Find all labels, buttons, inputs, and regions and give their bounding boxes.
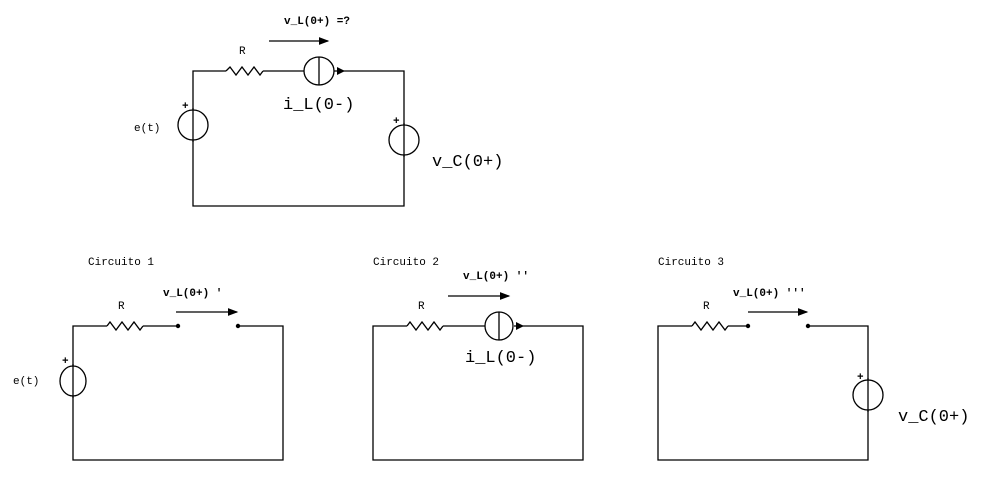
resistor-label: R <box>703 301 710 313</box>
arrow-icon <box>337 67 345 75</box>
circuit-title: Circuito 3 <box>658 257 724 269</box>
plus-sign: + <box>182 101 189 113</box>
voltage-label: v_L(0+) ' <box>163 288 222 300</box>
inductor-current-label: i_L(0-) <box>465 349 536 368</box>
wire <box>372 325 584 461</box>
source-label: e(t) <box>13 376 39 388</box>
circuit-1: Circuito 1 + e(t) R v_L(0+) ' <box>13 257 284 461</box>
main-circuit: v_L(0+) =? R i_L(0-) e(t) + + v_C(0+) <box>134 16 503 207</box>
wire <box>72 325 284 461</box>
terminal-dot <box>175 323 181 329</box>
terminal-dot <box>745 323 751 329</box>
plus-sign: + <box>62 356 69 368</box>
resistor <box>691 320 729 332</box>
current-source-inductor <box>484 311 524 341</box>
resistor-label: R <box>239 46 246 58</box>
wire <box>192 70 405 207</box>
resistor <box>406 320 444 332</box>
inductor-current-label: i_L(0-) <box>283 96 354 115</box>
resistor-label: R <box>418 301 425 313</box>
circuit-3: Circuito 3 + R v_L(0+) ''' v_C(0+) <box>657 257 969 461</box>
circuit-title: Circuito 2 <box>373 257 439 269</box>
plus-sign: + <box>393 116 400 128</box>
source-label: e(t) <box>134 123 160 135</box>
capacitor-voltage-label: v_C(0+) <box>898 408 969 427</box>
voltage-question-label: v_L(0+) =? <box>284 16 350 28</box>
terminal-dot <box>235 323 241 329</box>
voltage-source-capacitor <box>852 378 884 412</box>
circuit-2: Circuito 2 R v_L(0+) '' i_L(0-) <box>372 257 584 461</box>
voltage-source-e <box>59 364 87 398</box>
wire <box>657 325 869 461</box>
circuit-title: Circuito 1 <box>88 257 154 269</box>
resistor <box>225 65 264 77</box>
plus-sign: + <box>857 372 864 384</box>
terminal-dot <box>805 323 811 329</box>
resistor <box>106 320 144 332</box>
voltage-label: v_L(0+) ''' <box>733 288 806 300</box>
voltage-label: v_L(0+) '' <box>463 271 529 283</box>
voltage-source-capacitor <box>388 123 420 157</box>
voltage-source-e <box>177 108 209 142</box>
resistor-label: R <box>118 301 125 313</box>
arrow-icon <box>516 322 524 330</box>
current-source-inductor <box>303 56 345 86</box>
capacitor-voltage-label: v_C(0+) <box>432 153 503 172</box>
